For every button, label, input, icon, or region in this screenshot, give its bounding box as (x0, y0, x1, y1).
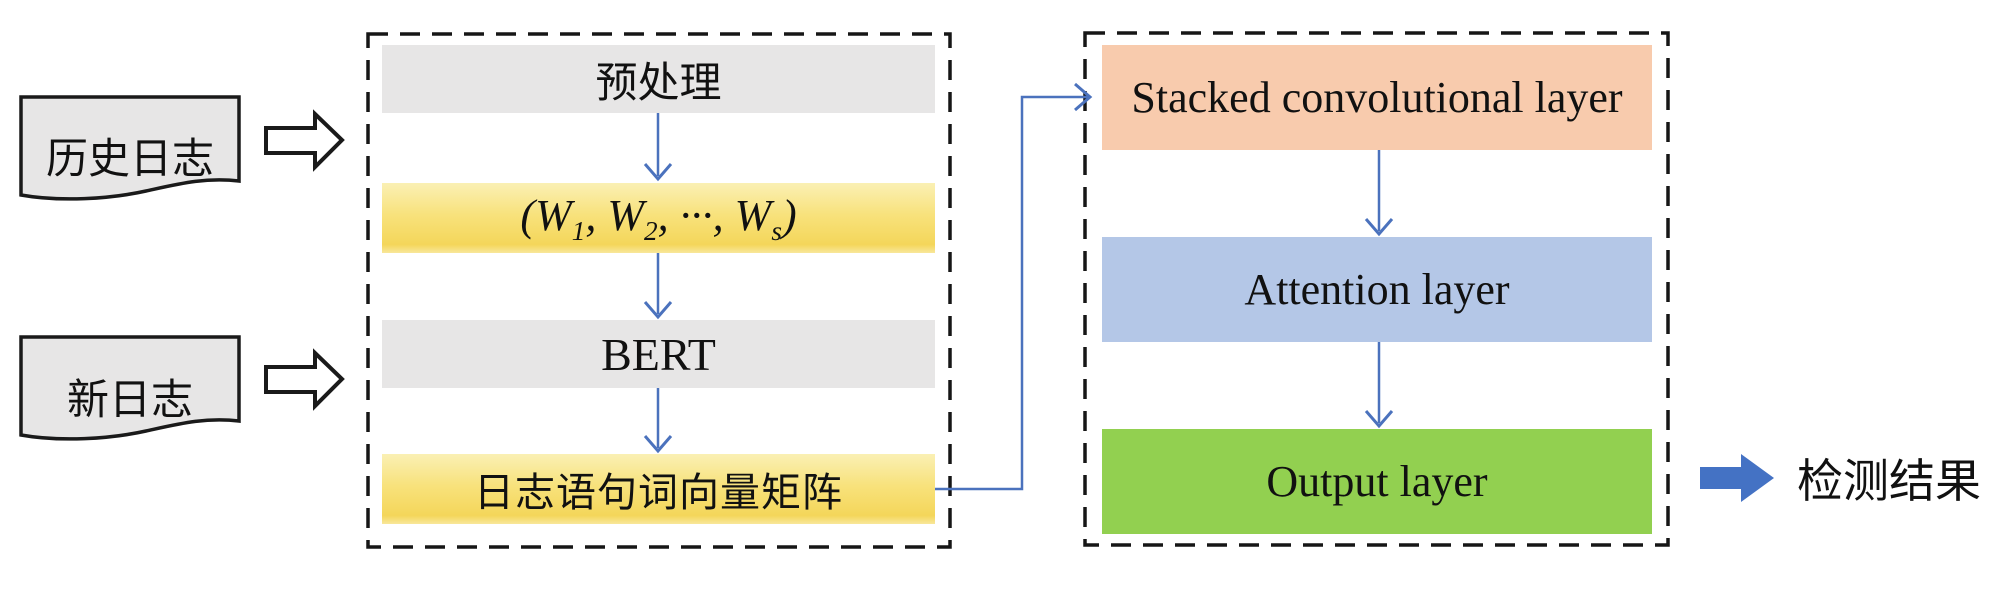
new-log-input-arrow-icon (264, 348, 345, 411)
preprocess-label: 预处理 (595, 60, 722, 107)
attention-layer-label: Attention layer (1244, 265, 1510, 314)
attention-to-output-arrow-icon (1364, 342, 1394, 429)
matrix-to-conv-connector (935, 82, 1093, 491)
preprocess-box: 预处理 (382, 45, 935, 113)
bert-label: BERT (601, 328, 716, 380)
embedding-module-frame (366, 32, 952, 549)
bert-box: BERT (382, 320, 935, 388)
history-log-label: 历史日志 (45, 136, 214, 183)
conv-to-attention-arrow-icon (1364, 150, 1394, 237)
network-module-frame (1083, 31, 1670, 547)
output-layer-box: Output layer (1102, 429, 1652, 534)
sequence-to-bert-arrow-icon (643, 253, 673, 320)
stacked-conv-layer-box: Stacked convolutional layer (1102, 45, 1652, 150)
attention-layer-box: Attention layer (1102, 237, 1652, 342)
result-arrow-icon (1700, 454, 1774, 502)
history-log-input-arrow-icon (264, 109, 345, 172)
bert-to-matrix-arrow-icon (643, 388, 673, 454)
stacked-conv-layer-label: Stacked convolutional layer (1131, 73, 1623, 122)
word-sequence-box: (W1, W2, ···, Ws) (382, 183, 935, 253)
history-log-document-shape (19, 95, 241, 201)
new-log-document-shape (19, 335, 241, 441)
output-layer-label: Output layer (1266, 457, 1488, 506)
word-vector-matrix-box: 日志语句词向量矩阵 (382, 454, 935, 524)
word-sequence-formula: (W1, W2, ···, Ws) (520, 190, 797, 246)
preprocess-to-sequence-arrow-icon (643, 113, 673, 182)
new-log-label: 新日志 (66, 377, 193, 424)
word-vector-matrix-label: 日志语句词向量矩阵 (474, 470, 843, 515)
detection-result-label: 检测结果 (1797, 456, 1981, 507)
